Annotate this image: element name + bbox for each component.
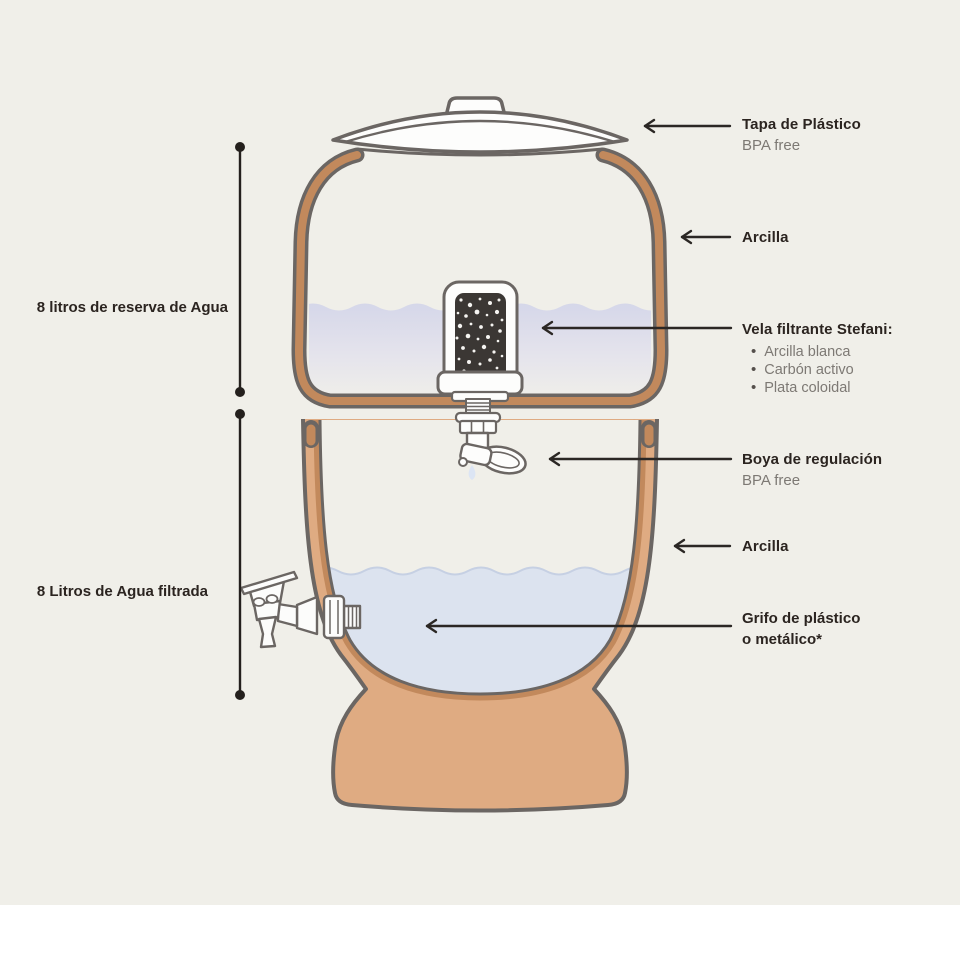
candle-bullet-item: Carbón activo bbox=[742, 361, 893, 379]
footer-strip bbox=[0, 905, 960, 960]
candle-bullet-item: Plata coloidal bbox=[742, 379, 893, 397]
arrow-candle bbox=[541, 320, 733, 336]
arrow-lid bbox=[643, 118, 732, 134]
label-float: Boya de regulación BPA free bbox=[742, 450, 882, 490]
label-lid-subtitle: BPA free bbox=[742, 137, 801, 154]
arrow-clay-bottom bbox=[673, 538, 732, 554]
label-tap-line1: Grifo de plástico bbox=[742, 610, 861, 627]
label-tap-line2: o metálico* bbox=[742, 631, 823, 648]
candle-bullet-list: Arcilla blanca Carbón activo Plata coloi… bbox=[742, 343, 893, 397]
dimension-reserve bbox=[235, 142, 245, 397]
arrow-float bbox=[548, 451, 733, 467]
candle-speckles bbox=[455, 297, 504, 377]
dimension-lines bbox=[235, 142, 245, 700]
label-clay-top: Arcilla bbox=[742, 228, 789, 247]
tap-flange bbox=[322, 594, 346, 640]
label-float-subtitle: BPA free bbox=[742, 472, 801, 489]
label-float-title: Boya de regulación bbox=[742, 451, 883, 468]
label-lid-title: Tapa de Plástico bbox=[742, 116, 861, 133]
water-drop bbox=[468, 465, 476, 480]
bullet-text: Arcilla blanca bbox=[764, 344, 851, 360]
label-clay-bottom-title: Arcilla bbox=[742, 538, 789, 555]
bullet-text: Plata coloidal bbox=[764, 380, 851, 396]
tap-cone bbox=[295, 595, 319, 636]
label-candle-title: Vela filtrante Stefani: bbox=[742, 321, 893, 338]
label-clay-top-title: Arcilla bbox=[742, 229, 789, 246]
label-lid: Tapa de Plástico BPA free bbox=[742, 115, 861, 155]
bullet-text: Carbón activo bbox=[764, 362, 854, 378]
lid-dome bbox=[331, 110, 629, 154]
label-water-reserve: 8 litros de reserva de Agua bbox=[36, 299, 228, 316]
lower-chamber bbox=[301, 418, 659, 813]
dimension-filtered bbox=[235, 409, 245, 700]
label-tap: Grifo de plástico o metálico* bbox=[742, 608, 860, 650]
label-water-filtered: 8 Litros de Agua filtrada bbox=[36, 583, 208, 600]
label-clay-bottom: Arcilla bbox=[742, 537, 789, 556]
plastic-lid bbox=[331, 96, 629, 157]
tap bbox=[239, 570, 362, 649]
candle-bullet-item: Arcilla blanca bbox=[742, 343, 893, 361]
float-valve bbox=[458, 442, 527, 480]
arrow-clay-top bbox=[680, 229, 732, 245]
label-candle: Vela filtrante Stefani: Arcilla blanca C… bbox=[742, 320, 893, 397]
tap-lever bbox=[239, 570, 299, 596]
arrow-tap bbox=[425, 618, 733, 634]
candle-filter bbox=[436, 280, 527, 480]
annotation-arrows bbox=[425, 118, 733, 634]
tap-arm bbox=[276, 602, 299, 628]
candle-media bbox=[455, 293, 506, 381]
tap-spout bbox=[257, 615, 278, 649]
